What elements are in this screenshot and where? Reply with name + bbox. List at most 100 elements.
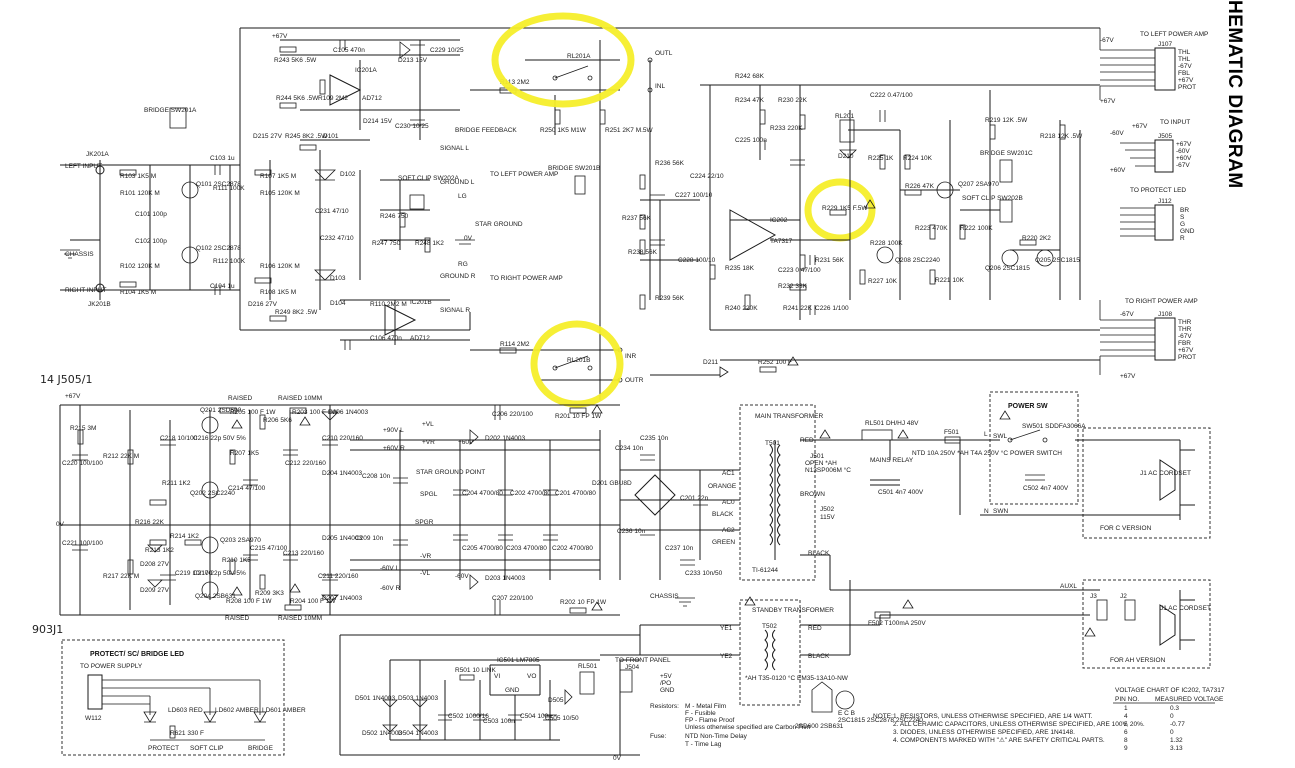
q206-label: Q206 2SC1815 — [985, 265, 1030, 272]
ld602-label: LD602 AMBER — [215, 707, 259, 714]
mains-section: MAIN TRANSFORMER T501 AC1 AC0 AC2 ORANGE… — [600, 391, 1211, 706]
c216-label: C216 22p 50V 5% — [193, 435, 246, 442]
r249-label: R249 8K2 .5W — [275, 309, 318, 316]
spgr-label: SPGR — [415, 519, 434, 526]
r216-label: R216 22K — [135, 519, 165, 526]
j112-pin4: GND — [1180, 228, 1195, 235]
c214-label: C214 47/100 — [228, 485, 266, 492]
j505-pin3: +60V — [1176, 155, 1192, 162]
r225-label: R225 1K — [868, 155, 894, 162]
vc-row2-pin: 4 — [1124, 713, 1128, 720]
raised-10mm-2-label: RAISED 10MM — [278, 615, 322, 622]
protect-led-box: PROTECT/ SC/ BRIDGE LED TO POWER SUPPLY … — [61, 639, 306, 756]
d503-label: D503 1N4003 — [398, 695, 438, 702]
c232-label: C232 47/10 — [320, 235, 354, 242]
r111-label: R111 100K — [213, 185, 245, 192]
signal-r-label: SIGNAL R — [440, 307, 470, 314]
j108-pin4: FBR — [1178, 340, 1191, 347]
c103-label: C103 1u — [210, 155, 235, 162]
rl501-coil-label: RL501 — [578, 663, 598, 670]
j107-label: J107 — [1158, 41, 1172, 48]
c503-label: C503 100n — [483, 718, 515, 725]
t502-label: T502 — [762, 623, 777, 630]
note-2: 2. ALL CERAMIC CAPACITORS, UNLESS OTHERW… — [893, 721, 1145, 728]
j501-label: J501 — [810, 453, 824, 460]
j505-p67v-label: +67V — [1132, 123, 1148, 130]
c104-label: C104 1u — [210, 283, 235, 290]
vc-row5-pin: 8 — [1124, 737, 1128, 744]
n-label: N — [984, 508, 989, 515]
j504-pin2: /PO — [660, 680, 671, 687]
note-title: NOTE: — [873, 713, 893, 720]
main-transformer-box — [739, 404, 816, 581]
standby-0v-label: 0V — [613, 755, 622, 762]
green-label: GREEN — [712, 539, 735, 546]
ye2-label: YE2 — [720, 653, 733, 660]
r229-label: R229 1K5 F.5W — [822, 205, 868, 212]
c229-label: C229 10/25 — [430, 47, 464, 54]
ah-version-label: FOR AH VERSION — [1110, 657, 1166, 664]
j504-pin1: +5V — [660, 673, 672, 680]
c219-label: C219 10/100 — [175, 570, 213, 577]
c601-label: C201 4700/80 — [555, 490, 596, 497]
c237-label: C237 10n — [665, 545, 694, 552]
ta7317-label: TA7317 — [770, 238, 793, 245]
j108-pin5: +67V — [1178, 347, 1194, 354]
auxl-label: AUXL — [1060, 583, 1077, 590]
p90vl-label: +90V L — [383, 427, 404, 434]
raised-2-label: RAISED — [225, 615, 250, 622]
vc-row4-pin: 6 — [1124, 729, 1128, 736]
m67v-right-label: -67V — [1120, 311, 1134, 318]
ic201a-label: IC201A — [355, 67, 377, 74]
c502-mains-label: C502 4n7 400V — [1023, 485, 1069, 492]
r221-label: R221 10K — [935, 277, 965, 284]
j502-label: J502 — [820, 506, 834, 513]
c226-label: C226 1/100 — [815, 305, 849, 312]
f502-label: F502 T100mA 250V — [868, 620, 926, 627]
bridge-sw201c-label: BRIDGE SW201C — [980, 150, 1033, 157]
r107-label: R107 1K5 M — [260, 173, 296, 180]
legend-line-5: NTD Non-Time Delay — [685, 733, 748, 740]
ac0-label: AC0 — [722, 499, 735, 506]
ad712b-label: AD712 — [410, 335, 430, 342]
vc-row3-value: -0.77 — [1170, 721, 1185, 728]
vr-label: +VR — [422, 439, 435, 446]
j504-label: J504 — [625, 664, 639, 671]
r232-label: R232 33K — [778, 283, 808, 290]
brown-label: BROWN — [800, 491, 825, 498]
open-ah-label: OPEN *AH — [805, 460, 837, 467]
m67v-top-label: -67V — [1100, 37, 1114, 44]
power-sw-label: POWER SW — [1008, 403, 1048, 410]
f501-rating-label: NTD 10A 250V *AH T4A 250V °C — [912, 449, 1008, 457]
d208-label: D208 27V — [140, 561, 170, 568]
r217-label: R217 22K M — [103, 573, 139, 580]
c-version-label: FOR C VERSION — [1100, 525, 1152, 532]
ground-l-label: GROUND L — [440, 179, 475, 186]
t501-label: T501 — [765, 440, 780, 447]
vc-row2-value: 0 — [1170, 713, 1174, 720]
c101-label: C101 100p — [135, 211, 167, 218]
red-label: RED — [800, 437, 814, 444]
r230-label: R230 22K — [778, 97, 808, 104]
r222-label: R222 100K — [960, 225, 993, 232]
j108-pin6: PROT — [1178, 354, 1196, 361]
standby-transformer-box — [739, 599, 801, 706]
raised-10mm-1-label: RAISED 10MM — [278, 395, 322, 402]
m60vr-label: -60V R — [380, 585, 401, 592]
c228-label: C228 100/10 — [678, 257, 716, 264]
r252-label: R252 100 F — [758, 359, 792, 366]
j1-cordset-label: J1 AC CORDSET — [1140, 470, 1191, 477]
c230-label: C230 10/25 — [395, 123, 429, 130]
q205-label: Q205 2SC1815 — [1035, 257, 1080, 264]
swn-label: SWN — [993, 508, 1008, 515]
sw501-label: SW501 SDDFA3066A — [1022, 423, 1086, 430]
d210-label: D210 — [838, 153, 854, 160]
power-supply-section: +67V R215 3M C220 100/100 R212 22K M RAI… — [56, 393, 740, 622]
j3-label: J3 — [1090, 593, 1097, 600]
d211-label: D211 — [703, 359, 718, 366]
p60vr-label: +60V R — [383, 445, 405, 452]
q208-label: Q208 2SC2240 — [895, 257, 940, 264]
left-input-label: LEFT INPUT — [65, 163, 102, 170]
q102-label: Q102 2SC2878 — [196, 245, 241, 252]
